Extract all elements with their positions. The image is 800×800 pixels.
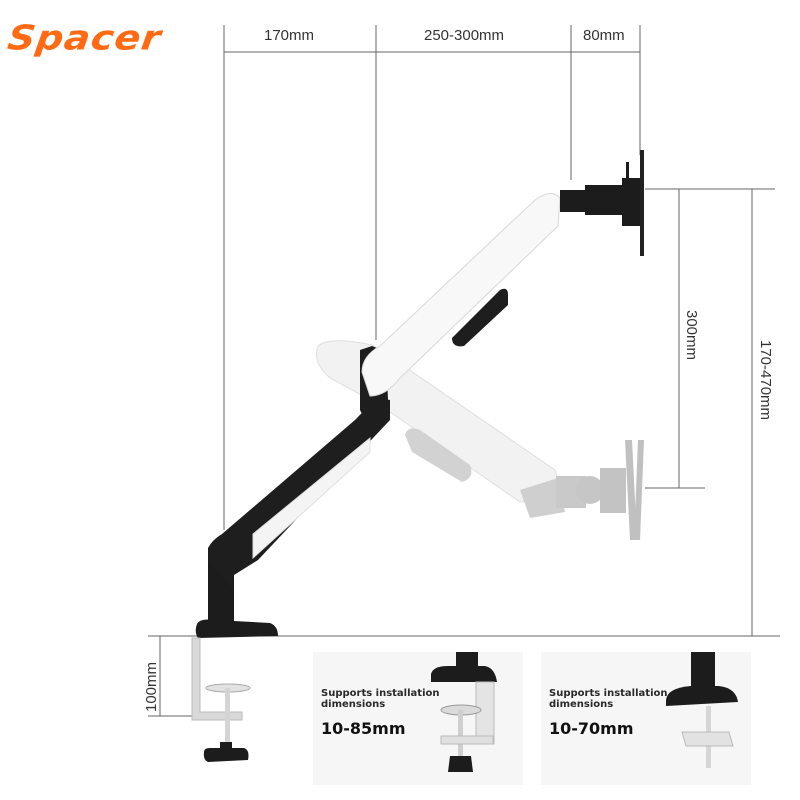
mount-option-card-grommet: Supports installation dimensions 10-70mm	[541, 652, 751, 785]
card-value: 10-85mm	[321, 719, 406, 738]
card-title: Supports installation dimensions	[321, 688, 440, 710]
dimension-head-depth: 80mm	[583, 27, 625, 44]
dimension-vertical-travel: 300mm	[683, 310, 700, 361]
dimension-arm-extension: 250-300mm	[424, 27, 505, 44]
dimension-clamp-depth: 100mm	[143, 661, 160, 712]
dimension-lines	[148, 25, 780, 717]
c-clamp-diagram	[191, 637, 251, 762]
grommet-mount-icon	[666, 652, 738, 768]
card-value: 10-70mm	[549, 719, 634, 738]
dimension-base-offset: 170mm	[264, 27, 315, 44]
lower-arm	[208, 346, 390, 590]
upper-arm	[361, 193, 561, 397]
c-clamp-icon	[431, 652, 497, 772]
dimension-height-range: 170-470mm	[757, 340, 774, 421]
monitor-head	[560, 150, 644, 256]
mount-option-card-clamp: Supports installation dimensions 10-85mm	[313, 652, 523, 785]
card-title: Supports installation dimensions	[549, 688, 668, 710]
